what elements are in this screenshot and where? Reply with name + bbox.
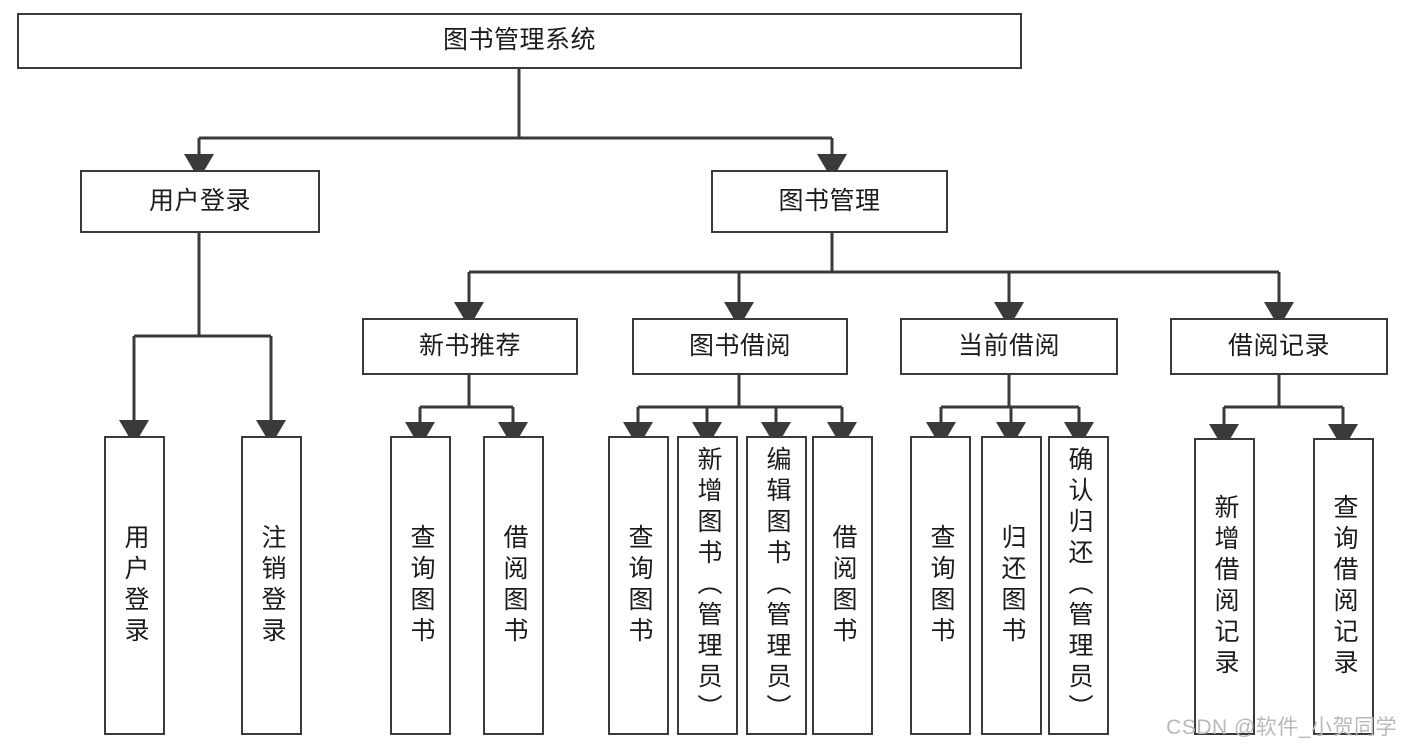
node-label: 注销登录: [258, 523, 286, 648]
node-label: 用户登录: [121, 523, 149, 648]
leaf-add-book-admin[interactable]: 新增图书（管理员）: [677, 436, 738, 735]
leaf-add-borrow-record[interactable]: 新增借阅记录: [1194, 438, 1255, 735]
node-label: 图书管理系统: [442, 26, 596, 55]
node-label: 确认归还（管理员）: [1065, 446, 1093, 725]
node-root-library-management-system[interactable]: 图书管理系统: [17, 13, 1022, 69]
node-borrow-records[interactable]: 借阅记录: [1170, 318, 1388, 375]
leaf-query-book-new-recommend[interactable]: 查询图书: [390, 436, 451, 735]
node-label: 当前借阅: [957, 331, 1060, 360]
node-label: 图书管理: [778, 186, 881, 215]
node-label: 图书借阅: [688, 331, 791, 360]
leaf-logout[interactable]: 注销登录: [241, 436, 302, 735]
node-new-book-recommend[interactable]: 新书推荐: [362, 318, 578, 375]
node-label: 借阅记录: [1227, 331, 1330, 360]
node-label: 查询图书: [927, 523, 955, 648]
leaf-borrow-book-new-recommend[interactable]: 借阅图书: [483, 436, 544, 735]
node-current-borrowing[interactable]: 当前借阅: [900, 318, 1118, 375]
leaf-query-borrow-record[interactable]: 查询借阅记录: [1313, 438, 1374, 735]
leaf-query-book-borrowing[interactable]: 查询图书: [608, 436, 669, 735]
node-label: 新增图书（管理员）: [694, 446, 722, 725]
node-label: 新书推荐: [418, 331, 521, 360]
node-book-borrowing[interactable]: 图书借阅: [632, 318, 848, 375]
node-label: 用户登录: [148, 186, 251, 215]
leaf-user-login[interactable]: 用户登录: [104, 436, 165, 735]
node-label: 查询图书: [625, 523, 653, 648]
node-user-login[interactable]: 用户登录: [80, 170, 320, 233]
node-label: 查询图书: [407, 523, 435, 648]
node-label: 新增借阅记录: [1211, 493, 1239, 680]
node-label: 归还图书: [998, 523, 1026, 648]
node-label: 借阅图书: [500, 523, 528, 648]
leaf-edit-book-admin[interactable]: 编辑图书（管理员）: [746, 436, 807, 735]
leaf-borrow-book-borrowing[interactable]: 借阅图书: [812, 436, 873, 735]
node-book-management[interactable]: 图书管理: [711, 170, 948, 233]
watermark-text: CSDN @软件_小贺同学: [1166, 716, 1397, 739]
node-label: 编辑图书（管理员）: [763, 446, 791, 725]
leaf-confirm-return-admin[interactable]: 确认归还（管理员）: [1048, 436, 1109, 735]
leaf-query-book-current[interactable]: 查询图书: [910, 436, 971, 735]
leaf-return-book[interactable]: 归还图书: [981, 436, 1042, 735]
node-label: 借阅图书: [829, 523, 857, 648]
node-label: 查询借阅记录: [1330, 493, 1358, 680]
